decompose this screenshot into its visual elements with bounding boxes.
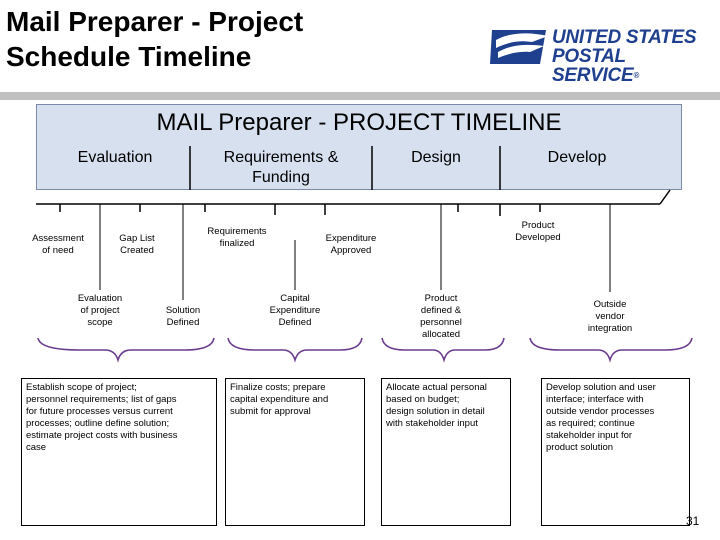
description-line: capital expenditure and	[230, 394, 329, 405]
header-divider	[0, 92, 720, 100]
milestone-outside-vendor: Outside vendor integration	[572, 299, 648, 335]
page-number: 31	[686, 514, 700, 528]
phase-develop: Develop	[547, 149, 607, 166]
description-line: product solution	[546, 442, 614, 453]
description-funding: Finalize costs; prepare capital expendit…	[225, 378, 365, 526]
description-line: case	[26, 442, 47, 453]
phase-requirements-funding: Requirements & Funding	[190, 148, 372, 188]
slide-title-line1: Mail Preparer - Project	[6, 6, 304, 37]
milestone-product-developed: Product Developed	[500, 220, 576, 244]
logo-line2: POSTAL SERVICE®	[552, 47, 716, 85]
phase-requirements-line1: Requirements &	[223, 149, 339, 166]
milestone-line: Outside	[593, 299, 627, 310]
description-line: processes; outline define solution;	[26, 418, 170, 429]
milestone-line: Developed	[515, 232, 561, 243]
description-line: stakeholder input for	[546, 430, 633, 441]
description-line: personnel requirements; list of gaps	[26, 394, 177, 405]
eagle-icon	[490, 30, 548, 64]
milestone-line: Assessment	[32, 233, 84, 244]
slide-title-line2: Schedule Timeline	[6, 41, 252, 72]
milestone-line: finalized	[219, 238, 255, 249]
evaluation-brace	[37, 337, 215, 363]
milestone-line: integration	[587, 323, 633, 334]
description-design: Allocate actual personal based on budget…	[381, 378, 511, 526]
phase-design: Design	[411, 149, 461, 166]
develop-brace	[529, 337, 693, 363]
phase-evaluation: Evaluation	[77, 149, 153, 166]
milestone-line: scope	[87, 317, 113, 328]
description-line: based on budget;	[386, 394, 460, 405]
timeline-arrow	[659, 189, 671, 205]
milestone-line: Expenditure	[269, 305, 321, 316]
description-line: outside vendor processes	[546, 406, 655, 417]
milestone-line: Approved	[330, 245, 372, 256]
description-line: Establish scope of project;	[26, 382, 137, 393]
description-develop: Develop solution and user interface; int…	[541, 378, 690, 526]
design-brace	[381, 337, 505, 363]
description-line: Finalize costs; prepare	[230, 382, 326, 393]
usps-logo: UNITED STATES POSTAL SERVICE®	[490, 26, 716, 85]
milestone-line: Defined	[278, 317, 312, 328]
description-line: with stakeholder input	[386, 418, 478, 429]
milestone-line: Defined	[166, 317, 200, 328]
description-line: interface; interface with	[546, 394, 644, 405]
milestone-requirements-finalized: Requirements finalized	[196, 226, 278, 250]
milestone-line: Requirements	[207, 226, 267, 237]
description-evaluation: Establish scope of project; personnel re…	[21, 378, 217, 526]
description-line: Develop solution and user	[546, 382, 656, 393]
logo-line2-text: POSTAL SERVICE	[552, 46, 634, 86]
milestone-line: Evaluation	[77, 293, 123, 304]
milestone-product-defined: Product defined & personnel allocated	[404, 293, 478, 341]
phase-requirements-line2: Funding	[252, 169, 310, 186]
milestone-solution-defined: Solution Defined	[148, 305, 218, 329]
description-line: estimate project costs with business	[26, 430, 178, 441]
milestone-line: of need	[42, 245, 74, 256]
milestone-line: of project	[80, 305, 120, 316]
milestone-line: Product	[424, 293, 458, 304]
logo-line1: UNITED STATES	[552, 27, 697, 48]
milestone-evaluation-scope: Evaluation of project scope	[62, 293, 138, 329]
description-line: as required; continue	[546, 418, 635, 429]
milestone-line: personnel	[420, 317, 462, 328]
milestone-line: Product	[521, 220, 555, 231]
milestone-line: Created	[120, 245, 154, 256]
milestone-expenditure-approved: Expenditure Approved	[312, 233, 390, 257]
milestone-assessment: Assessment of need	[20, 233, 96, 257]
funding-brace	[227, 337, 363, 363]
milestone-line: Capital	[280, 293, 310, 304]
description-line: design solution in detail	[386, 406, 485, 417]
milestone-line: vendor	[595, 311, 625, 322]
description-line: Allocate actual personal	[386, 382, 487, 393]
registered-mark: ®	[633, 71, 639, 80]
description-line: for future processes versus current	[26, 406, 173, 417]
timeline-title: MAIL Preparer - PROJECT TIMELINE	[156, 109, 562, 136]
timeline-box	[36, 104, 682, 190]
milestone-capital-expenditure: Capital Expenditure Defined	[254, 293, 336, 329]
milestone-gap-list: Gap List Created	[104, 233, 170, 257]
milestone-line: defined &	[420, 305, 462, 316]
milestone-line: allocated	[421, 329, 461, 340]
description-line: submit for approval	[230, 406, 311, 417]
slide-title: Mail Preparer - Project Schedule Timelin…	[6, 4, 446, 74]
milestone-line: Solution	[165, 305, 201, 316]
usps-wordmark: UNITED STATES POSTAL SERVICE®	[552, 28, 716, 85]
milestone-line: Expenditure	[325, 233, 377, 244]
milestone-line: Gap List	[119, 233, 155, 244]
